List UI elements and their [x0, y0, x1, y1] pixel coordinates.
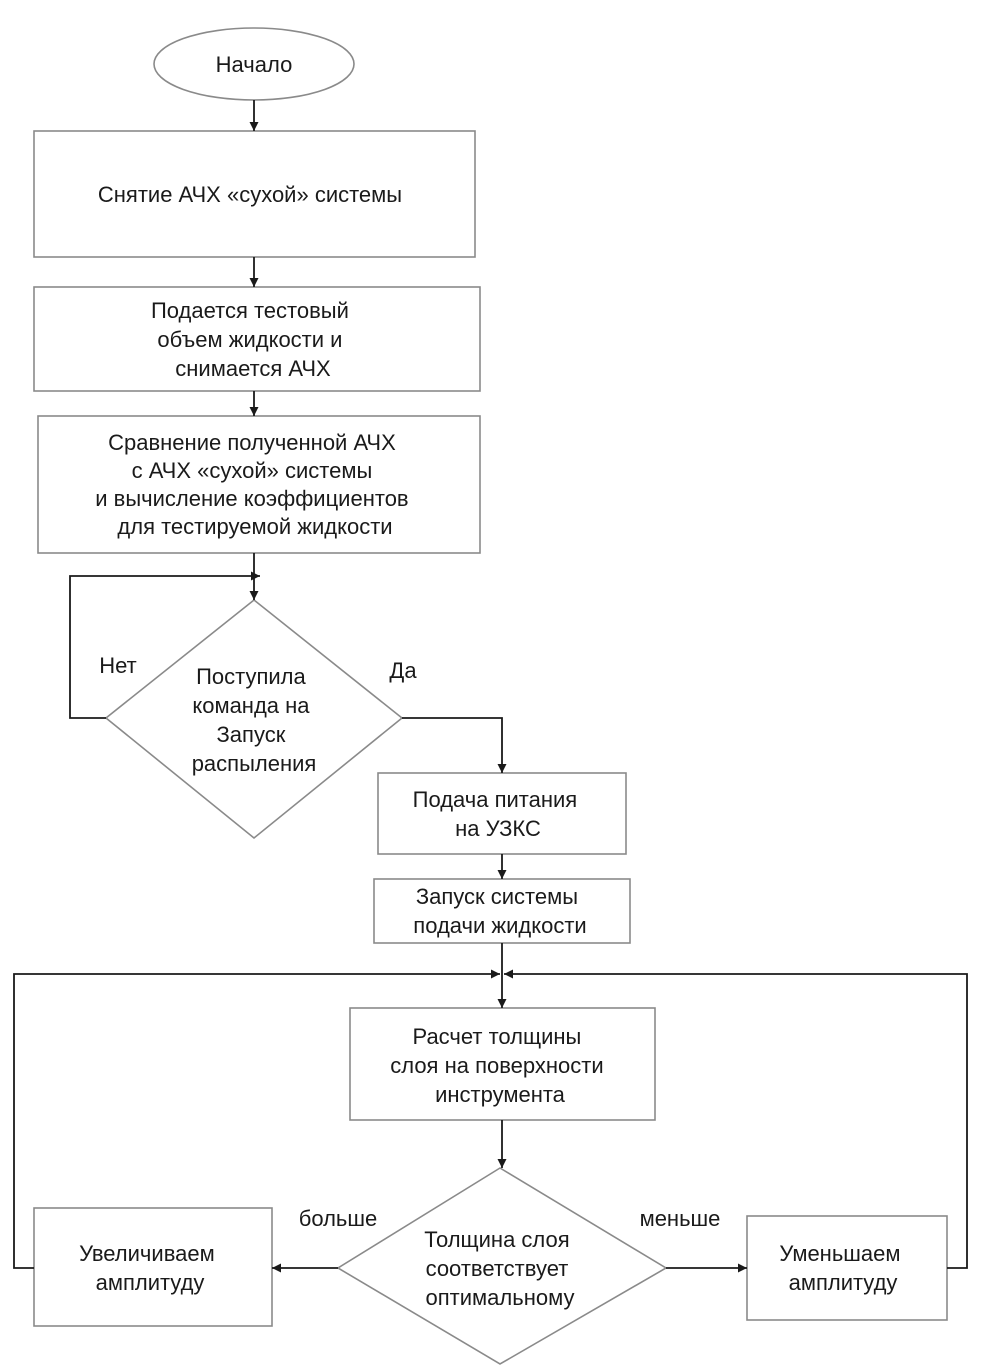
arrow-decrease-loop-back [504, 969, 968, 1269]
arrow-increase-loop-back [13, 969, 500, 1269]
less-label: меньше [640, 1206, 721, 1231]
liquid-supply-label: Запуск системы подачи жидкости [413, 884, 586, 938]
more-label: больше [299, 1206, 378, 1231]
compare-step: Сравнение полученной АЧХ с АЧХ «сухой» с… [37, 415, 481, 554]
spray-command-decision: Поступила команда на Запуск распыления [104, 598, 404, 840]
increase-amplitude-label: Увеличиваем амплитуду [79, 1241, 221, 1295]
test-volume-label: Подается тестовый объем жидкости и снима… [151, 298, 355, 381]
increase-amplitude-step: Увеличиваем амплитуду [33, 1207, 273, 1327]
liquid-supply-step: Запуск системы подачи жидкости [373, 878, 631, 944]
calc-thickness-step: Расчет толщины слоя на поверхности инстр… [349, 1007, 656, 1121]
no-label: Нет [99, 653, 136, 678]
thickness-decision-label: Толщина слоя соответствует оптимальному [424, 1227, 576, 1310]
dry-afc-step: Снятие АЧХ «сухой» системы [33, 130, 476, 258]
thickness-decision: Толщина слоя соответствует оптимальному [336, 1167, 668, 1365]
compare-label: Сравнение полученной АЧХ с АЧХ «сухой» с… [95, 430, 415, 539]
calc-thickness-label: Расчет толщины слоя на поверхности инстр… [390, 1024, 610, 1107]
dry-afc-label: Снятие АЧХ «сухой» системы [98, 182, 402, 207]
test-volume-step: Подается тестовый объем жидкости и снима… [33, 286, 481, 392]
yes-label: Да [389, 658, 417, 683]
spray-command-label: Поступила команда на Запуск распыления [192, 664, 317, 776]
arrow-yes-to-power [402, 717, 507, 773]
start-label: Начало [216, 52, 293, 77]
decrease-amplitude-step: Уменьшаем амплитуду [746, 1215, 948, 1321]
arrow-no-loop [69, 571, 260, 719]
power-supply-step: Подача питания на УЗКС [377, 772, 627, 855]
decrease-amplitude-label: Уменьшаем амплитуду [779, 1241, 906, 1295]
power-supply-label: Подача питания на УЗКС [413, 787, 584, 841]
start-node: Начало [153, 27, 355, 101]
